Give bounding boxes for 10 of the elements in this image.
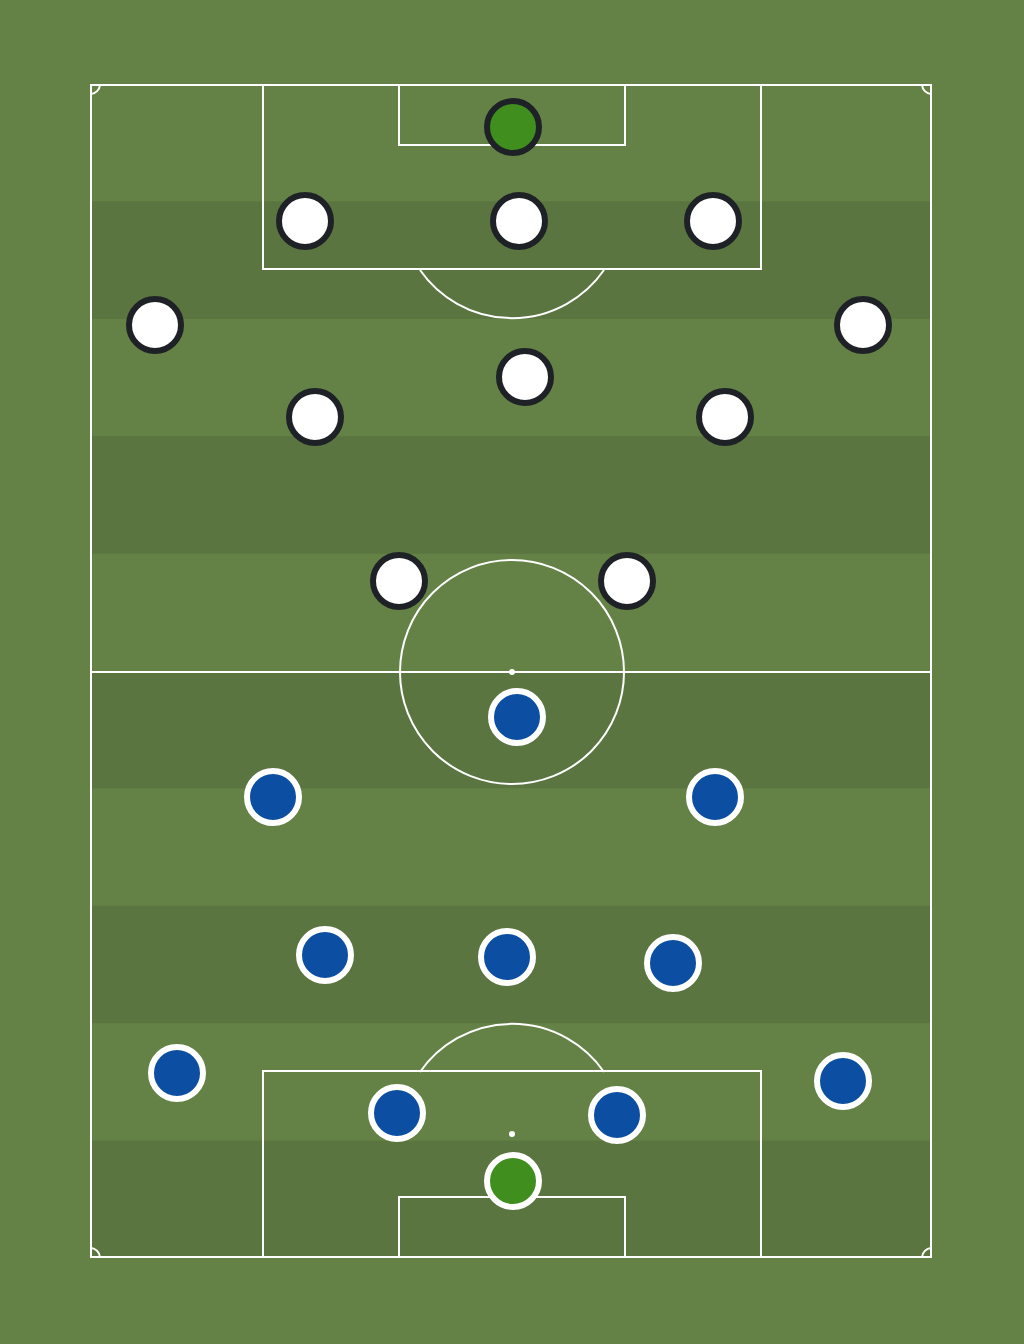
player-marker — [367, 1083, 425, 1141]
goalkeeper-marker — [483, 97, 541, 155]
player-marker — [813, 1051, 871, 1109]
player-marker — [369, 551, 427, 609]
player-marker — [695, 387, 753, 445]
player-marker — [587, 1085, 645, 1143]
player-marker — [495, 347, 553, 405]
player-marker — [597, 551, 655, 609]
player-marker — [285, 387, 343, 445]
player-marker — [147, 1043, 205, 1101]
